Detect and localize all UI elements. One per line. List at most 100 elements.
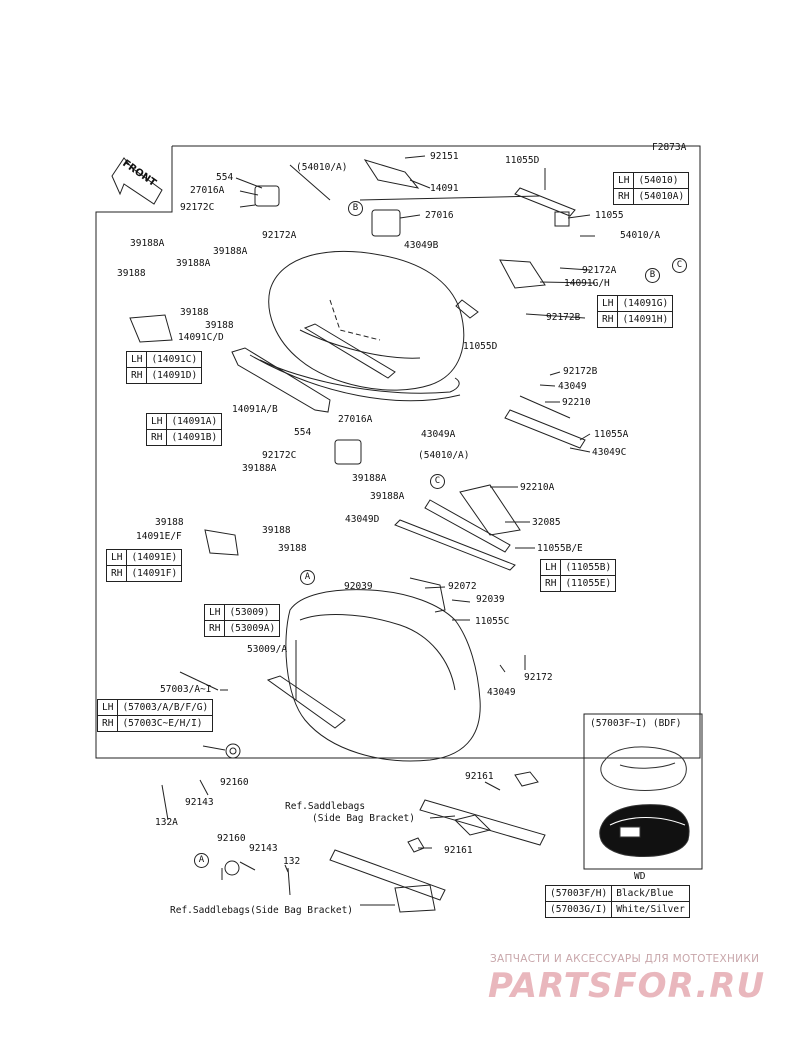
part-label: 92172A — [582, 265, 617, 276]
part-label: 14091A/B — [232, 404, 278, 415]
side-cell: LH — [96, 699, 119, 716]
part-label: 32085 — [532, 517, 561, 528]
table-14091c: LH(14091C) RH(14091D) — [125, 351, 203, 384]
part-cell: (14091H) — [617, 311, 674, 328]
part-label: 53009/A — [247, 644, 288, 655]
part-cell: (53009A) — [224, 620, 281, 637]
part-label: 43049B — [404, 240, 439, 251]
part-label: 39188A — [370, 491, 405, 502]
table-54010: LH(54010) RH(54010A) — [612, 172, 690, 205]
part-label: WD — [634, 871, 646, 882]
part-label: 92161 — [465, 771, 494, 782]
part-cell: (14091G) — [617, 295, 674, 312]
side-cell: LH — [105, 549, 128, 566]
side-cell: RH — [612, 188, 635, 205]
side-cell: RH — [96, 715, 119, 732]
watermark-tagline: ЗАПЧАСТИ И АКСЕССУАРЫ ДЛЯ МОТОТЕХНИКИ — [490, 953, 760, 965]
callout-a: A — [300, 570, 315, 585]
part-label: 43049A — [421, 429, 456, 440]
part-label: 554 — [216, 172, 234, 183]
part-label: 39188 — [278, 543, 307, 554]
table-11055b: LH(11055B) RH(11055E) — [539, 559, 617, 592]
part-label: 92172A — [262, 230, 297, 241]
diagram-code: F2873A — [652, 142, 687, 153]
watermark-logo: PARTSFOR.RU — [488, 966, 766, 1006]
callout-b: B — [645, 268, 660, 283]
part-label: 92172B — [546, 312, 581, 323]
part-label: 92210A — [520, 482, 555, 493]
part-label: (54010/A) — [418, 450, 470, 461]
part-label: 11055C — [475, 616, 510, 627]
part-cell: (11055E) — [560, 575, 617, 592]
part-label: 92161 — [444, 845, 473, 856]
part-cell: (14091B) — [166, 429, 223, 446]
part-label: 92039 — [476, 594, 505, 605]
part-label: 39188 — [262, 525, 291, 536]
inset-title: (57003F~I) (BDF) — [590, 718, 682, 729]
side-cell: LH — [145, 413, 168, 430]
part-label: 39188A — [130, 238, 165, 249]
part-cell: (14091E) — [126, 549, 183, 566]
part-label: 11055 — [595, 210, 624, 221]
table-57003: LH(57003/A/B/F/G) RH(57003C~E/H/I) — [96, 699, 214, 732]
callout-c: C — [430, 474, 445, 489]
part-label: 92151 — [430, 151, 459, 162]
part-label: 554 — [294, 427, 312, 438]
table-color-variants: (57003F/H)Black/Blue (57003G/I)White/Sil… — [544, 885, 690, 918]
part-cell: (54010) — [633, 172, 690, 189]
part-label: 27016A — [338, 414, 373, 425]
part-label: 54010/A — [620, 230, 661, 241]
side-cell: LH — [596, 295, 619, 312]
part-label: (Side Bag Bracket) — [312, 813, 415, 824]
part-cell: (14091F) — [126, 565, 183, 582]
part-label: 27016A — [190, 185, 225, 196]
table-14091a: LH(14091A) RH(14091B) — [145, 413, 223, 446]
side-cell: LH — [539, 559, 562, 576]
part-label: 14091E/F — [136, 531, 182, 542]
part-label: 39188 — [180, 307, 209, 318]
part-cell: (14091C) — [146, 351, 203, 368]
part-label: 11055D — [505, 155, 540, 166]
part-label: 92210 — [562, 397, 591, 408]
color-cell: White/Silver — [611, 901, 690, 918]
part-label: 132 — [283, 856, 301, 867]
part-label: 14091 — [430, 183, 459, 194]
part-label: 39188 — [205, 320, 234, 331]
part-label: 57003/A~I — [160, 684, 212, 695]
part-label: 39188A — [242, 463, 277, 474]
side-cell: RH — [596, 311, 619, 328]
part-label: 92172 — [524, 672, 553, 683]
part-label: 11055A — [594, 429, 629, 440]
part-label: 11055B/E — [537, 543, 583, 554]
table-14091e: LH(14091E) RH(14091F) — [105, 549, 183, 582]
part-cell: (57003/A/B/F/G) — [117, 699, 214, 716]
part-label: 39188A — [176, 258, 211, 269]
callout-b: B — [348, 201, 363, 216]
part-label: 43049D — [345, 514, 380, 525]
part-label: 39188A — [352, 473, 387, 484]
part-label: 92143 — [185, 797, 214, 808]
color-variant-illustration — [599, 746, 690, 857]
side-cell: RH — [203, 620, 226, 637]
part-cell: (14091A) — [166, 413, 223, 430]
part-label: 39188A — [213, 246, 248, 257]
part-cell: (54010A) — [633, 188, 690, 205]
part-cell: (11055B) — [560, 559, 617, 576]
part-label: 14091G/H — [564, 278, 610, 289]
part-label: 43049C — [592, 447, 627, 458]
part-label: 92143 — [249, 843, 278, 854]
part-label: 11055D — [463, 341, 498, 352]
model-cell: (57003F/H) — [544, 885, 613, 902]
side-cell: LH — [203, 604, 226, 621]
side-cell: LH — [612, 172, 635, 189]
part-label: 92172C — [262, 450, 297, 461]
part-label: 132A — [155, 817, 178, 828]
side-cell: RH — [539, 575, 562, 592]
part-label: 92160 — [220, 777, 249, 788]
table-14091g: LH(14091G) RH(14091H) — [596, 295, 674, 328]
side-cell: RH — [105, 565, 128, 582]
part-label: 39188 — [117, 268, 146, 279]
part-label: 43049 — [487, 687, 516, 698]
